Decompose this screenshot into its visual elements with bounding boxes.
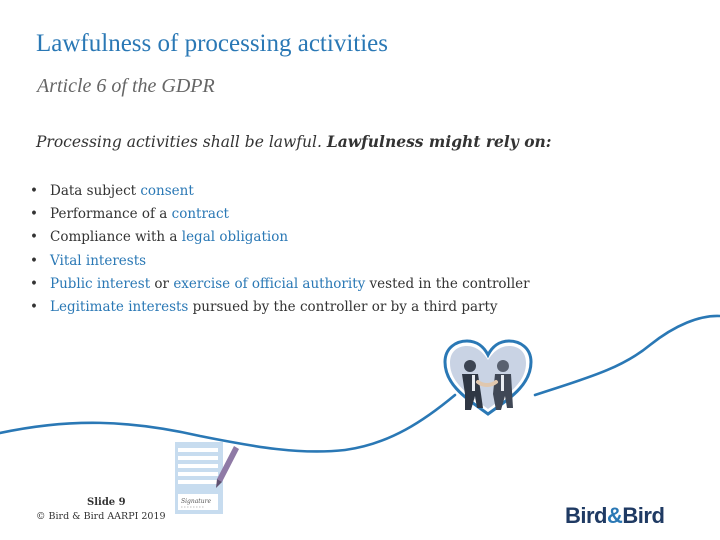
copyright-text: © Bird & Bird AARPI 2019 [36, 511, 166, 522]
bullet-text: pursued by the controller or by a third … [188, 299, 498, 316]
bullet-text: or [150, 275, 174, 292]
slide-number: Slide 9 [87, 497, 126, 508]
heart-handshake-icon [443, 339, 533, 416]
list-item-contract: Performance of a contract [30, 203, 530, 226]
bullet-text: Performance of a [50, 206, 172, 223]
intro-bold: Lawfulness might rely on: [326, 132, 552, 151]
list-item-legal-obligation: Compliance with a legal obligation [30, 226, 530, 249]
logo-ampersand: & [607, 503, 623, 528]
list-item-consent: Data subject consent [30, 180, 530, 203]
bullet-highlight: Legitimate interests [50, 299, 189, 316]
bird-and-bird-logo: Bird&Bird [565, 503, 665, 529]
list-item-public-interest: Public interest or exercise of official … [30, 273, 530, 296]
signed-document-icon: Signature [175, 442, 239, 514]
bullet-highlight: Public interest [50, 275, 151, 292]
bullet-text: vested in the controller [365, 275, 530, 292]
slide-subtitle: Article 6 of the GDPR [37, 75, 215, 97]
list-item-legitimate-interests: Legitimate interests pursued by the cont… [30, 296, 530, 319]
logo-part2: Bird [622, 503, 665, 528]
slide-title: Lawfulness of processing activities [36, 30, 388, 57]
bullet-highlight: contract [171, 206, 229, 223]
bullet-text: Data subject [50, 183, 141, 199]
intro-text: Processing activities shall be lawful. L… [36, 132, 552, 151]
intro-normal: Processing activities shall be lawful. [36, 133, 327, 151]
lawful-basis-list: Data subject consent Performance of a co… [30, 180, 530, 319]
signature-text: Signature [181, 498, 211, 505]
bullet-text: Compliance with a [50, 229, 182, 246]
list-item-vital-interests: Vital interests [30, 250, 530, 273]
bullet-highlight: exercise of official authority [173, 275, 366, 292]
bullet-highlight: legal obligation [181, 229, 289, 246]
bullet-highlight: Vital interests [50, 252, 147, 269]
bullet-highlight: consent [140, 183, 194, 199]
logo-part1: Bird [565, 503, 608, 528]
